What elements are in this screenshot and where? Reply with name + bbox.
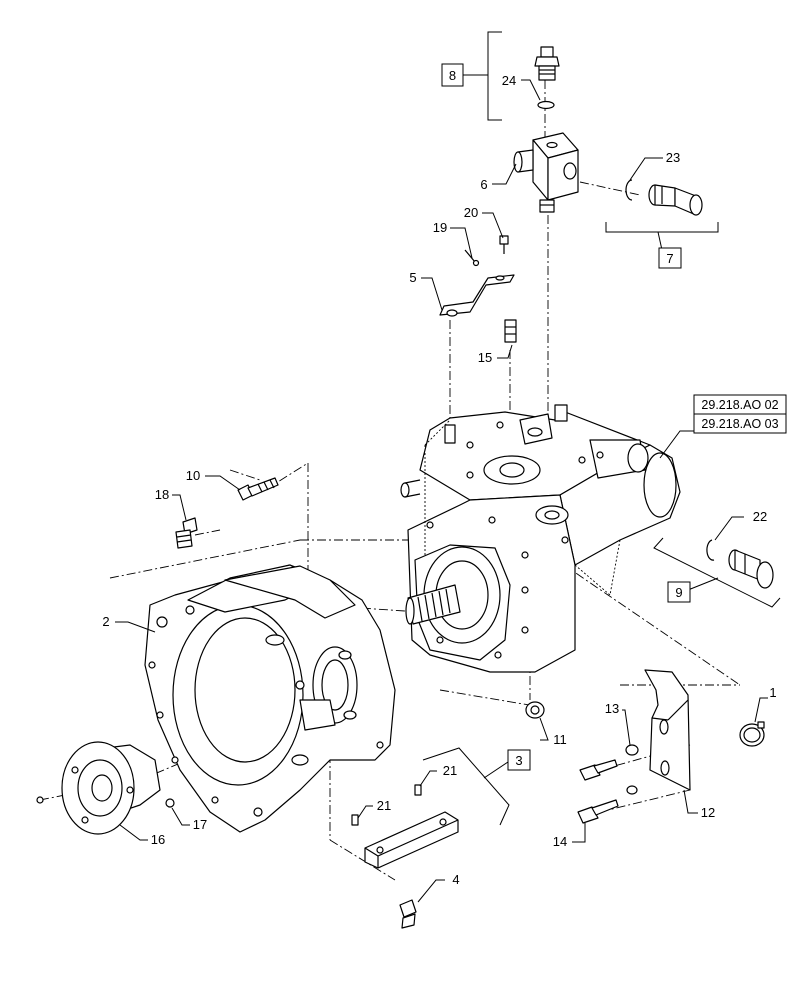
callout-labels: 24 6 23 19 20 5 15 22 10 18 2 11 1 13 12… xyxy=(102,73,776,887)
part-10-bolt xyxy=(237,477,279,501)
boxed-callout-8: 8 xyxy=(441,63,464,87)
callout-7: 7 xyxy=(666,251,673,266)
callout-11: 11 xyxy=(553,732,567,747)
callout-16: 16 xyxy=(151,832,165,847)
callout-10: 10 xyxy=(186,468,200,483)
callout-21-b: 21 xyxy=(377,798,391,813)
callout-8: 8 xyxy=(449,68,456,83)
part-3-cover-plate xyxy=(364,811,459,869)
boxed-callout-7: 7 xyxy=(658,247,682,269)
part-13-washer xyxy=(625,744,639,756)
callout-12: 12 xyxy=(701,805,715,820)
part-2-adapter-housing xyxy=(144,564,396,833)
callout-4: 4 xyxy=(452,872,459,887)
reference-1: 29.218.AO 02 xyxy=(701,398,778,412)
boxed-callout-3: 3 xyxy=(507,749,531,771)
part-22-snap-ring xyxy=(706,539,715,561)
callout-9: 9 xyxy=(675,585,682,600)
callout-23: 23 xyxy=(666,150,680,165)
part-7-fitting xyxy=(648,184,703,216)
part-18-bolt xyxy=(175,517,198,549)
part-6-tee-block xyxy=(513,132,579,213)
part-11-nut xyxy=(525,701,545,719)
callout-6: 6 xyxy=(480,177,487,192)
part-24-fitting xyxy=(534,46,560,110)
part-16-coupler xyxy=(61,741,161,835)
callout-18: 18 xyxy=(155,487,169,502)
callout-22: 22 xyxy=(753,509,767,524)
group-bracket-9 xyxy=(653,537,781,608)
leader-lines xyxy=(115,79,768,903)
callout-24: 24 xyxy=(502,73,516,88)
part-23-snap-ring xyxy=(625,179,633,201)
part-1-clamp xyxy=(739,721,765,747)
reference-box: 29.218.AO 02 29.218.AO 03 xyxy=(693,394,787,434)
callout-20: 20 xyxy=(464,205,478,220)
part-12-bracket xyxy=(644,669,691,791)
callout-1: 1 xyxy=(769,685,776,700)
part-17-nut xyxy=(165,798,175,808)
callout-3: 3 xyxy=(515,753,522,768)
centerlines xyxy=(39,80,741,881)
hydraulic-pump xyxy=(400,404,681,673)
part-19-screw xyxy=(464,249,480,267)
callout-15: 15 xyxy=(478,350,492,365)
group-bracket-8 xyxy=(463,31,502,121)
boxed-callout-9: 9 xyxy=(667,581,691,603)
callout-14: 14 xyxy=(553,834,567,849)
callout-19: 19 xyxy=(433,220,447,235)
group-bracket-7 xyxy=(605,222,719,251)
part-16-screw xyxy=(36,796,44,804)
group-bracket-3 xyxy=(422,747,510,826)
part-21-pin-a xyxy=(414,784,422,796)
callout-13: 13 xyxy=(605,701,619,716)
part-21-pin-b xyxy=(351,814,359,826)
part-13-bolt xyxy=(579,759,618,781)
part-4-bolt xyxy=(399,899,417,929)
part-9-fitting xyxy=(728,549,774,589)
part-20-screw xyxy=(499,235,509,254)
callout-5: 5 xyxy=(409,270,416,285)
part-15-fitting xyxy=(504,319,517,343)
reference-2: 29.218.AO 03 xyxy=(701,417,778,431)
callout-21-a: 21 xyxy=(443,763,457,778)
part-13-washer-b xyxy=(626,785,638,795)
callout-17: 17 xyxy=(193,817,207,832)
part-5-bracket xyxy=(439,274,515,317)
part-14-bolt xyxy=(577,799,619,824)
callout-2: 2 xyxy=(102,614,109,629)
